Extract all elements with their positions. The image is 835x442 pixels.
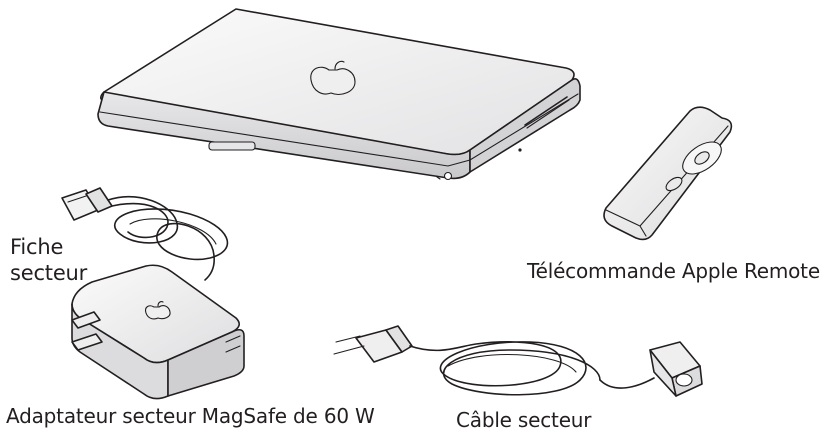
menu-button [665, 176, 683, 192]
adapter-cord [107, 196, 229, 281]
apple-logo-icon [145, 301, 171, 320]
laptop [97, 8, 581, 181]
label-adapter: Adaptateur secteur MagSafe de 60 W [6, 404, 375, 428]
label-remote: Télécommande Apple Remote [527, 259, 820, 283]
magsafe-connector [61, 187, 113, 221]
plug-prongs [333, 335, 365, 355]
apple-logo-icon [310, 60, 356, 95]
label-connector: Fiche secteur [10, 235, 88, 286]
magsafe-adapter [71, 264, 245, 400]
power-cable [333, 325, 703, 397]
latch [208, 141, 256, 151]
label-cable: Câble secteur [456, 408, 592, 432]
apple-remote [603, 106, 733, 241]
